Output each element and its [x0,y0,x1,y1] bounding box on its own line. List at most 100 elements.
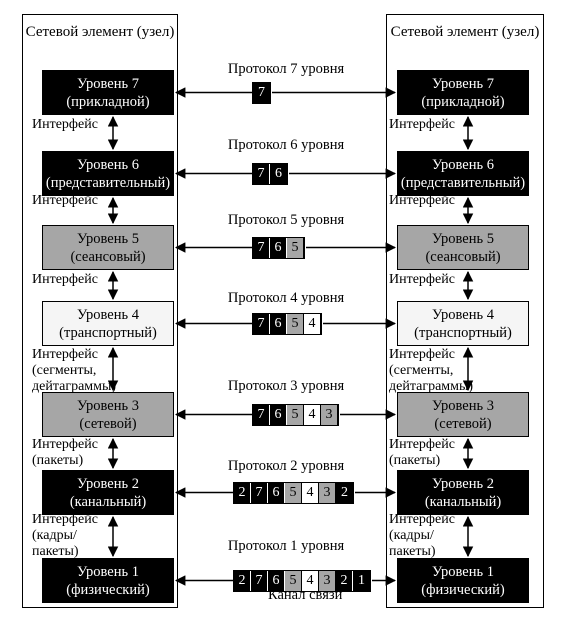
right-layer-6: Уровень 6(представительный) [397,151,529,196]
right-layer-1: Уровень 1(физический) [397,558,529,603]
pdu-cell: 3 [321,404,338,425]
node-left-title: Сетевой элемент (узел) [25,24,175,40]
right-layer-5: Уровень 5(сеансовый) [397,225,529,270]
pdu-cell: 4 [304,404,321,425]
right-interface-label: Интерфейс [389,512,455,527]
layer-name: Уровень 6 [77,156,139,173]
left-interface-label: Интерфейс [32,272,98,287]
pdu-cell: 1 [353,570,370,591]
pdu-cell: 3 [319,482,336,503]
protocol-label-3: Протокол 3 уровня [227,378,345,394]
layer-name: Уровень 7 [77,75,139,92]
left-interface-label: пакеты) [32,544,79,559]
pdu-cell: 7 [251,482,268,503]
pdu-cell: 4 [302,482,319,503]
layer-subtitle: (представительный) [45,174,171,191]
right-layer-2: Уровень 2(канальный) [397,470,529,515]
layer-name: Уровень 2 [77,475,139,492]
pdu-cell: 6 [270,313,287,334]
left-layer-7: Уровень 7(прикладной) [42,70,174,115]
right-interface-label: Интерфейс [389,437,455,452]
protocol-label-1: Протокол 1 уровня [227,538,345,554]
layer-subtitle: (сетевой) [79,415,137,432]
left-layer-3: Уровень 3(сетевой) [42,392,174,437]
pdu-cell: 7 [251,570,268,591]
pdu-cell: 2 [234,570,251,591]
right-interface-label: Интерфейс [389,193,455,208]
protocol-label-6: Протокол 6 уровня [227,137,345,153]
layer-name: Уровень 2 [432,475,494,492]
layer-subtitle: (транспортный) [59,324,157,341]
left-interface-label: Интерфейс [32,193,98,208]
left-interface-label: Интерфейс [32,512,98,527]
left-layer-5: Уровень 5(сеансовый) [42,225,174,270]
right-layer-4: Уровень 4(транспортный) [397,301,529,346]
right-layer-3: Уровень 3(сетевой) [397,392,529,437]
pdu-cell: 5 [287,404,304,425]
node-right-title: Сетевой элемент (узел) [390,24,540,40]
pdu-cell: 7 [253,82,270,103]
layer-name: Уровень 7 [432,75,494,92]
right-interface-label: дейтаграммы) [389,379,474,394]
layer-name: Уровень 3 [432,397,494,414]
layer-subtitle: (сеансовый) [70,248,146,265]
left-interface-label: (кадры/ [32,528,77,543]
pdu-cell: 5 [287,237,304,258]
pdu-cell: 6 [270,404,287,425]
pdu-cell: 6 [268,570,285,591]
pdu-cell: 6 [270,163,287,184]
left-interface-label: Интерфейс [32,437,98,452]
left-layer-2: Уровень 2(канальный) [42,470,174,515]
pdu-cell: 7 [253,404,270,425]
pdu-cell: 3 [319,570,336,591]
pdu-cell: 4 [304,313,321,334]
layer-subtitle: (транспортный) [414,324,512,341]
left-layer-6: Уровень 6(представительный) [42,151,174,196]
pdu-cell: 2 [336,482,353,503]
layer-name: Уровень 4 [432,306,494,323]
layer-name: Уровень 4 [77,306,139,323]
left-interface-label: (сегменты, [32,363,97,378]
right-interface-label: Интерфейс [389,347,455,362]
pdu-cell: 2 [234,482,251,503]
pdu-cell: 5 [285,570,302,591]
layer-subtitle: (физический) [66,581,150,598]
layer-subtitle: (прикладной) [421,93,505,110]
layer-name: Уровень 3 [77,397,139,414]
pdu-cell: 7 [253,313,270,334]
left-interface-label: Интерфейс [32,117,98,132]
pdu-cell: 7 [253,237,270,258]
layer-subtitle: (прикладной) [66,93,150,110]
layer-name: Уровень 5 [77,230,139,247]
left-layer-4: Уровень 4(транспортный) [42,301,174,346]
layer-name: Уровень 1 [432,563,494,580]
pdu-cell: 5 [287,313,304,334]
layer-subtitle: (сеансовый) [425,248,501,265]
protocol-label-7: Протокол 7 уровня [227,61,345,77]
layer-subtitle: (канальный) [424,493,502,510]
protocol-label-4: Протокол 4 уровня [227,290,345,306]
node-right: Сетевой элемент (узел) [386,14,544,608]
pdu-cell: 7 [253,163,270,184]
node-left: Сетевой элемент (узел) [22,14,178,608]
right-interface-label: (пакеты) [389,453,441,468]
pdu-cell: 5 [285,482,302,503]
protocol-label-5: Протокол 5 уровня [227,212,345,228]
layer-name: Уровень 5 [432,230,494,247]
layer-name: Уровень 6 [432,156,494,173]
pdu-cell: 6 [268,482,285,503]
layer-subtitle: (физический) [421,581,505,598]
right-layer-7: Уровень 7(прикладной) [397,70,529,115]
layer-name: Уровень 1 [77,563,139,580]
right-interface-label: Интерфейс [389,272,455,287]
pdu-bar-7: 7 [252,81,271,104]
pdu-cell: 4 [302,570,319,591]
layer-subtitle: (сетевой) [434,415,492,432]
left-interface-label: (пакеты) [32,453,84,468]
left-interface-label: дейтаграммы) [32,379,117,394]
